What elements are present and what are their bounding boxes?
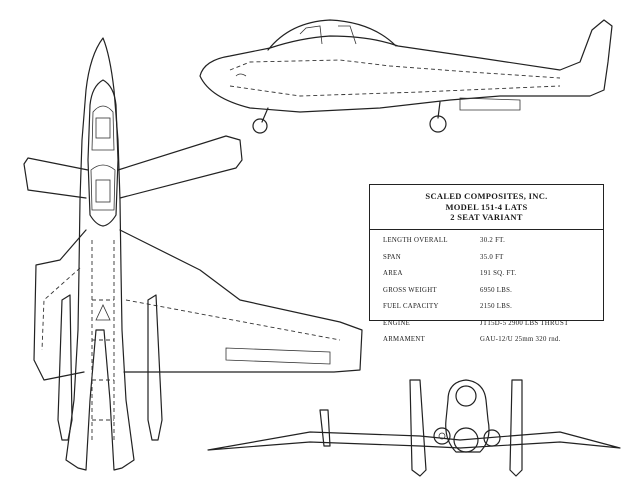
spec-value: JT15D-5 2900 LBS THRUST (480, 319, 569, 327)
plan-view (23, 37, 363, 471)
spec-label: FUEL CAPACITY (383, 303, 439, 310)
spec-label: LENGTH OVERALL (383, 237, 448, 244)
plan-canard-right (117, 135, 243, 199)
spec-row-gross-weight: GROSS WEIGHT 6950 LBS. (370, 284, 603, 301)
front-wing (207, 431, 621, 451)
side-canopy (267, 19, 397, 51)
spec-title-variant: 2 SEAT VARIANT (450, 212, 523, 222)
spec-row-fuel: FUEL CAPACITY 2150 LBS. (370, 300, 603, 317)
spec-rows: LENGTH OVERALL 30.2 FT. SPAN 35.0 FT ARE… (370, 234, 603, 350)
side-fuselage (199, 19, 613, 113)
spec-value: GAU-12/U 25mm 320 rnd. (480, 336, 561, 343)
spec-label: ARMAMENT (383, 336, 426, 343)
plan-canopy (87, 79, 119, 227)
spec-row-engine: ENGINE JT15D-5 2900 LBS THRUST (370, 317, 603, 334)
spec-row-area: AREA 191 SQ. FT. (370, 267, 603, 284)
plan-wing-left (33, 229, 87, 381)
spec-value: 35.0 FT (480, 253, 504, 261)
plan-wing-right (119, 229, 363, 373)
spec-label: SPAN (383, 253, 401, 261)
side-view (199, 19, 613, 134)
spec-row-armament: ARMAMENT GAU-12/U 25mm 320 rnd. (370, 333, 603, 350)
plan-canard-left (23, 157, 89, 199)
spec-row-length: LENGTH OVERALL 30.2 FT. (370, 234, 603, 251)
spec-label: AREA (383, 270, 403, 277)
spec-value: 2150 LBS. (480, 303, 513, 310)
spec-row-span: SPAN 35.0 FT (370, 251, 603, 268)
spec-title: SCALED COMPOSITES, INC. MODEL 151-4 LATS… (370, 185, 603, 223)
spec-value: 191 SQ. FT. (480, 270, 517, 277)
spec-table: SCALED COMPOSITES, INC. MODEL 151-4 LATS… (369, 184, 604, 343)
spec-label: ENGINE (383, 319, 411, 327)
spec-title-company: SCALED COMPOSITES, INC. (425, 191, 548, 201)
front-fuselage (445, 379, 490, 453)
spec-label: GROSS WEIGHT (383, 286, 437, 294)
spec-title-model: MODEL 151-4 LATS (445, 201, 528, 212)
spec-value: 6950 LBS. (480, 286, 513, 294)
spec-divider (370, 229, 603, 230)
front-view (207, 379, 621, 477)
plan-fuselage (65, 37, 135, 471)
spec-value: 30.2 FT. (480, 237, 506, 244)
